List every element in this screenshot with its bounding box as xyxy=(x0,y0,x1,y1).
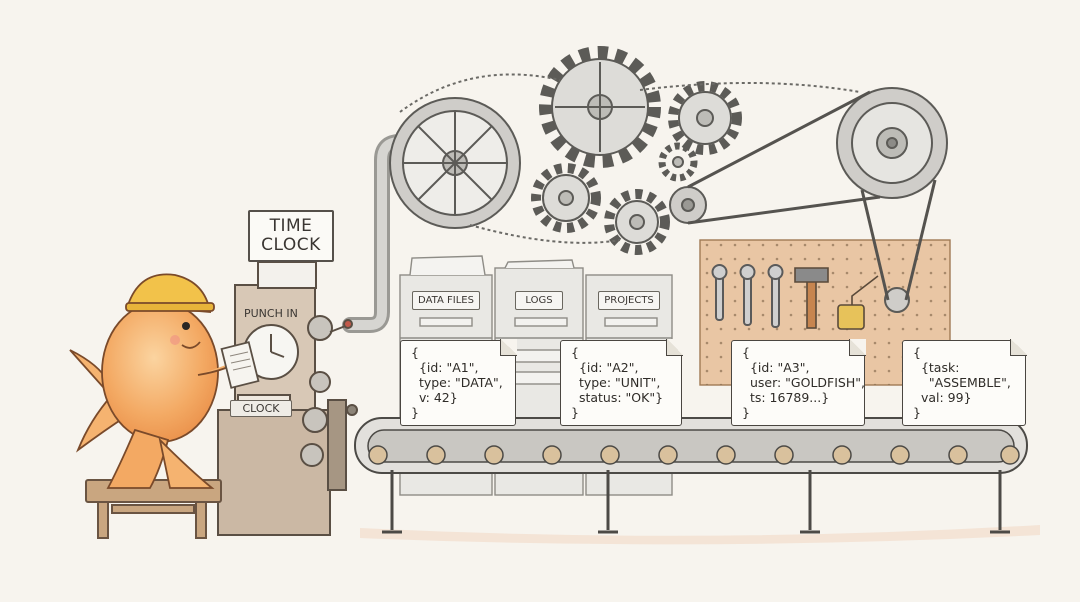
time-clock-sign: TIME CLOCK xyxy=(248,210,334,262)
pulley-wheel-icon xyxy=(836,87,948,199)
pulley-wheel-icon xyxy=(389,97,521,229)
hammer-icon xyxy=(794,267,829,329)
clock-slot-label: CLOCK xyxy=(230,400,292,417)
time-clock-machine xyxy=(217,261,358,536)
json-card-task: { {task: "ASSEMBLE", val: 99} } xyxy=(902,339,1027,426)
punch-in-label: PUNCH IN xyxy=(244,307,298,320)
cabinet-label-projects: PROJECTS xyxy=(598,291,660,310)
conveyor-belt-icon xyxy=(354,417,1028,534)
json-card-text: { {id: "A3", user: "GOLDFISH", ts: 16789… xyxy=(742,345,865,420)
json-card-a2: { {id: "A2", type: "UNIT", status: "OK"}… xyxy=(560,339,683,426)
json-card-a1: { {id: "A1", type: "DATA", v: 42} } xyxy=(400,339,517,426)
machinery xyxy=(389,46,948,313)
cabinet-label-data-files: DATA FILES xyxy=(412,291,480,310)
gear-icon xyxy=(539,46,661,168)
json-card-text: { {id: "A2", type: "UNIT", status: "OK"}… xyxy=(571,345,664,420)
sign-line-1: TIME xyxy=(269,216,313,236)
cabinet-label-logs: LOGS xyxy=(515,291,563,310)
goldfish-illustration xyxy=(69,273,260,489)
oil-can-icon xyxy=(837,275,879,330)
gear-icon xyxy=(658,142,698,182)
json-card-a3: { {id: "A3", user: "GOLDFISH", ts: 16789… xyxy=(731,339,866,426)
wrench-icon xyxy=(711,264,784,328)
gear-icon xyxy=(604,189,670,255)
json-card-text: { {task: "ASSEMBLE", val: 99} } xyxy=(913,345,1011,420)
gear-icon xyxy=(531,163,601,233)
gear-icon xyxy=(668,81,742,155)
json-card-text: { {id: "A1", type: "DATA", v: 42} } xyxy=(411,345,503,420)
sign-line-2: CLOCK xyxy=(261,235,321,255)
